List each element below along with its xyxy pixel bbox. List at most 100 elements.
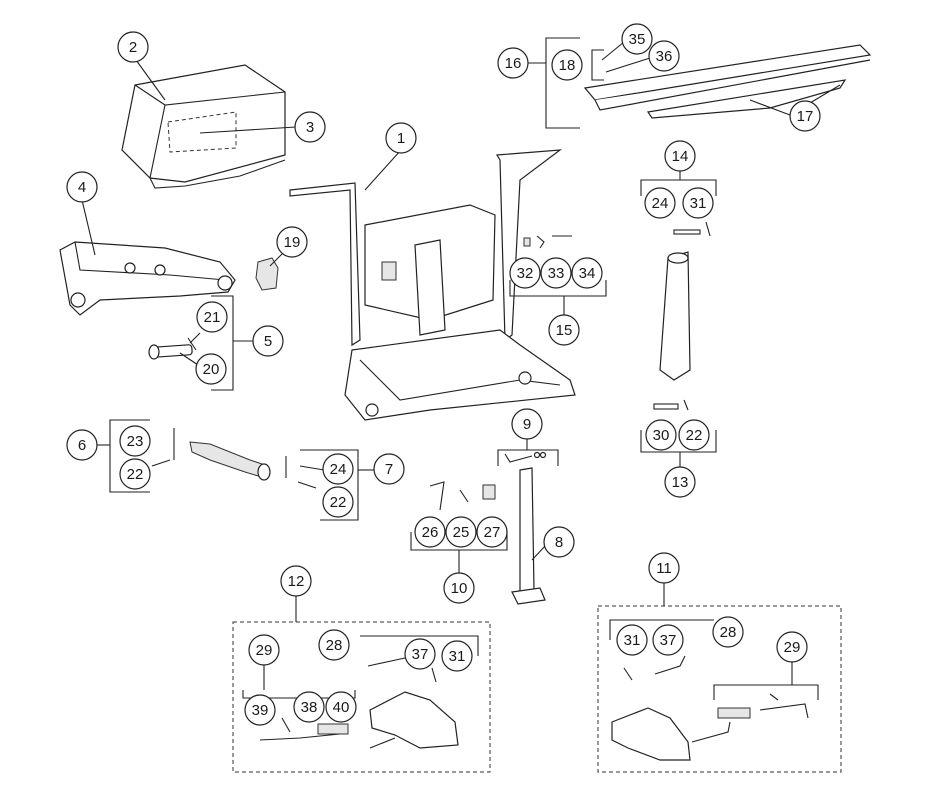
pin-assembly-5-part [148,337,197,360]
callout-9: 9 [511,408,543,440]
cover-box-part [121,64,286,189]
svg-text:40: 40 [333,699,350,716]
callout-8: 8 [543,526,575,558]
svg-text:6: 6 [78,437,86,454]
callout-19: 19 [276,226,308,258]
kit-11-box [597,605,842,773]
leader-lines [81,37,841,700]
callout-26: 26 [414,516,446,548]
callouts: 1 2 3 4 19 21 5 20 6 23 22 24 7 22 9 26 … [66,23,821,726]
callout-36: 36 [648,40,680,72]
svg-text:31: 31 [624,632,641,649]
svg-text:1: 1 [397,130,405,147]
callout-24-a: 24 [322,453,354,485]
hitch-kit-11-part [611,655,809,761]
svg-text:38: 38 [301,699,318,716]
svg-text:31: 31 [449,648,466,665]
jack-stand-part [429,451,547,605]
callout-20: 20 [195,353,227,385]
callout-28-b: 28 [712,616,744,648]
svg-text:14: 14 [672,148,689,165]
svg-text:15: 15 [556,322,573,339]
callout-3: 3 [294,111,326,143]
pin-assembly-6-part [151,428,271,481]
svg-text:13: 13 [672,474,689,491]
hitch-kit-12-part [259,657,459,749]
callout-21: 21 [196,301,228,333]
svg-text:27: 27 [484,524,501,541]
callout-5: 5 [252,325,284,357]
callout-22-b: 22 [322,486,354,518]
hardware-15-part [523,235,572,249]
svg-text:22: 22 [330,494,347,511]
svg-text:29: 29 [256,642,273,659]
callout-23: 23 [119,425,151,457]
callout-33: 33 [540,257,572,289]
callout-31-c: 31 [616,624,648,656]
svg-text:31: 31 [690,195,707,212]
svg-text:26: 26 [422,524,439,541]
upright-14-part [659,221,711,381]
callout-28-a: 28 [318,629,350,661]
callout-27: 27 [476,516,508,548]
callout-6: 6 [66,429,98,461]
callout-40: 40 [325,691,357,723]
svg-text:17: 17 [797,108,814,125]
callout-22-a: 22 [119,458,151,490]
pin-assembly-7-part [285,456,317,489]
callout-11: 11 [648,552,680,584]
callout-15: 15 [548,314,580,346]
callout-38: 38 [293,691,325,723]
svg-text:22: 22 [686,427,703,444]
svg-text:36: 36 [656,48,673,65]
callout-22-c: 22 [678,419,710,451]
callout-17: 17 [789,100,821,132]
svg-text:11: 11 [656,560,672,577]
svg-text:37: 37 [660,632,677,649]
block-part [255,257,279,291]
callout-39: 39 [244,694,276,726]
svg-text:28: 28 [720,624,737,641]
svg-text:21: 21 [204,309,221,326]
svg-text:25: 25 [453,524,470,541]
callout-24-b: 24 [644,187,676,219]
callout-4: 4 [66,171,98,203]
svg-text:34: 34 [579,265,596,282]
callout-13: 13 [664,466,696,498]
svg-text:19: 19 [284,234,301,251]
hitch-frame-part [59,241,236,316]
callout-29-a: 29 [248,634,280,666]
callout-37-a: 37 [404,638,436,670]
kit-12-box [232,621,491,773]
svg-text:5: 5 [264,333,272,350]
svg-text:9: 9 [523,416,531,433]
svg-text:37: 37 [412,646,429,663]
pin-assembly-13-part [653,399,689,411]
callout-31-b: 31 [441,640,473,672]
svg-text:24: 24 [330,461,347,478]
svg-text:24: 24 [652,195,669,212]
svg-text:3: 3 [306,119,314,136]
svg-text:2: 2 [129,39,137,56]
callout-37-b: 37 [652,624,684,656]
svg-text:7: 7 [385,461,393,478]
svg-text:30: 30 [653,427,670,444]
callout-12: 12 [280,565,312,597]
callout-10: 10 [443,572,475,604]
svg-text:18: 18 [559,57,576,74]
svg-text:8: 8 [555,534,563,551]
svg-text:33: 33 [548,265,565,282]
svg-text:20: 20 [203,361,220,378]
svg-text:28: 28 [326,637,343,654]
svg-text:16: 16 [505,55,522,72]
callout-16: 16 [497,47,529,79]
a-frame-part [289,149,576,421]
svg-text:35: 35 [629,31,646,48]
callout-2: 2 [117,31,149,63]
callout-31-a: 31 [682,187,714,219]
svg-text:39: 39 [252,702,269,719]
callout-29-b: 29 [776,631,808,663]
svg-text:4: 4 [78,179,86,196]
callout-32: 32 [509,257,541,289]
